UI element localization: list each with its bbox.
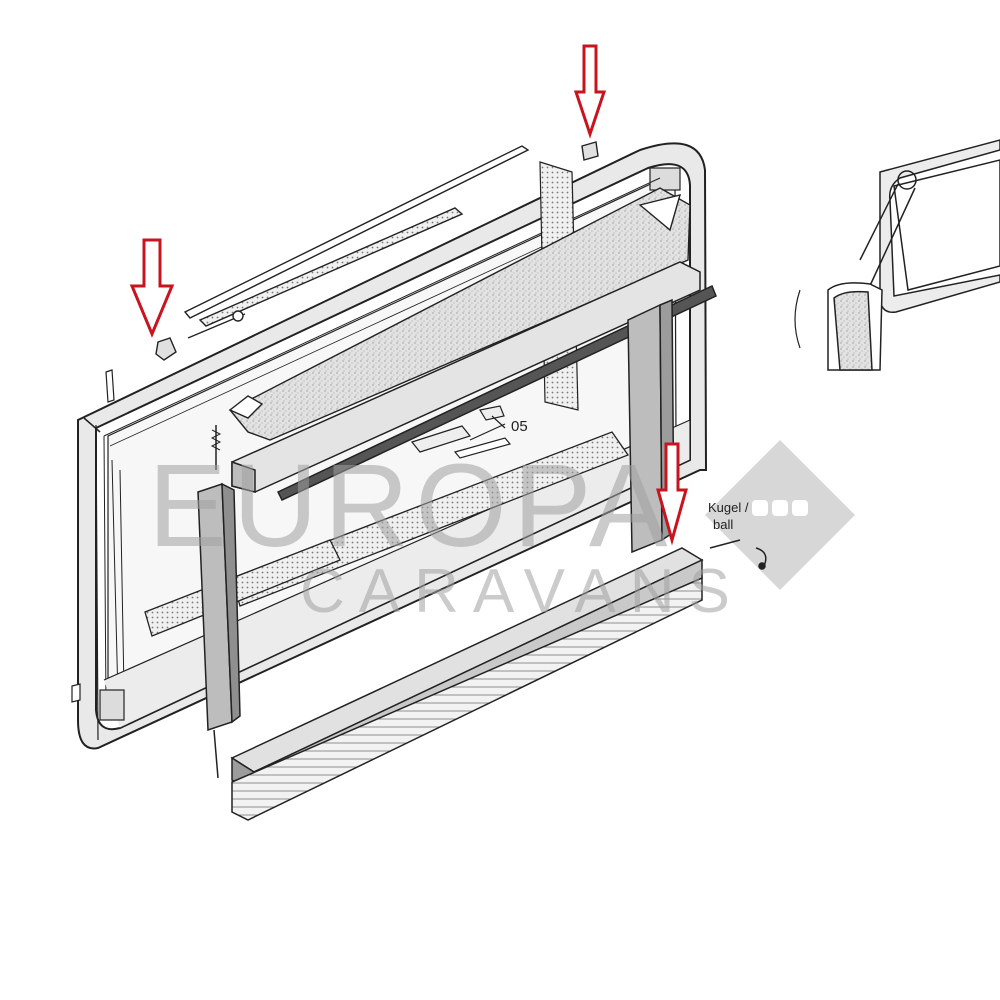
ball-label: ball — [713, 517, 734, 532]
part-05-label: 05 — [511, 418, 528, 435]
left-side-bar — [197, 425, 241, 779]
shade-cassette-top — [231, 261, 717, 501]
corner-detail-inset — [794, 139, 1000, 371]
part-05-group — [410, 405, 512, 459]
red-arrow-bottom-right — [656, 442, 688, 546]
watermark-logo — [600, 402, 855, 590]
red-arrow-left — [129, 238, 175, 338]
insect-screen-panel — [144, 431, 630, 637]
shade-panel-top — [228, 187, 691, 441]
kugel-label: Kugel / — [708, 500, 749, 515]
watermark-text-caravans: CARAVANS — [300, 557, 744, 626]
corner-clip-left — [155, 337, 177, 361]
red-arrow-top-right — [573, 44, 607, 139]
watermark-text-europa: EUROPA — [148, 440, 674, 572]
corner-clip-right — [581, 141, 599, 161]
shade-cassette-bottom — [230, 539, 767, 821]
top-guide-rail — [183, 145, 530, 339]
